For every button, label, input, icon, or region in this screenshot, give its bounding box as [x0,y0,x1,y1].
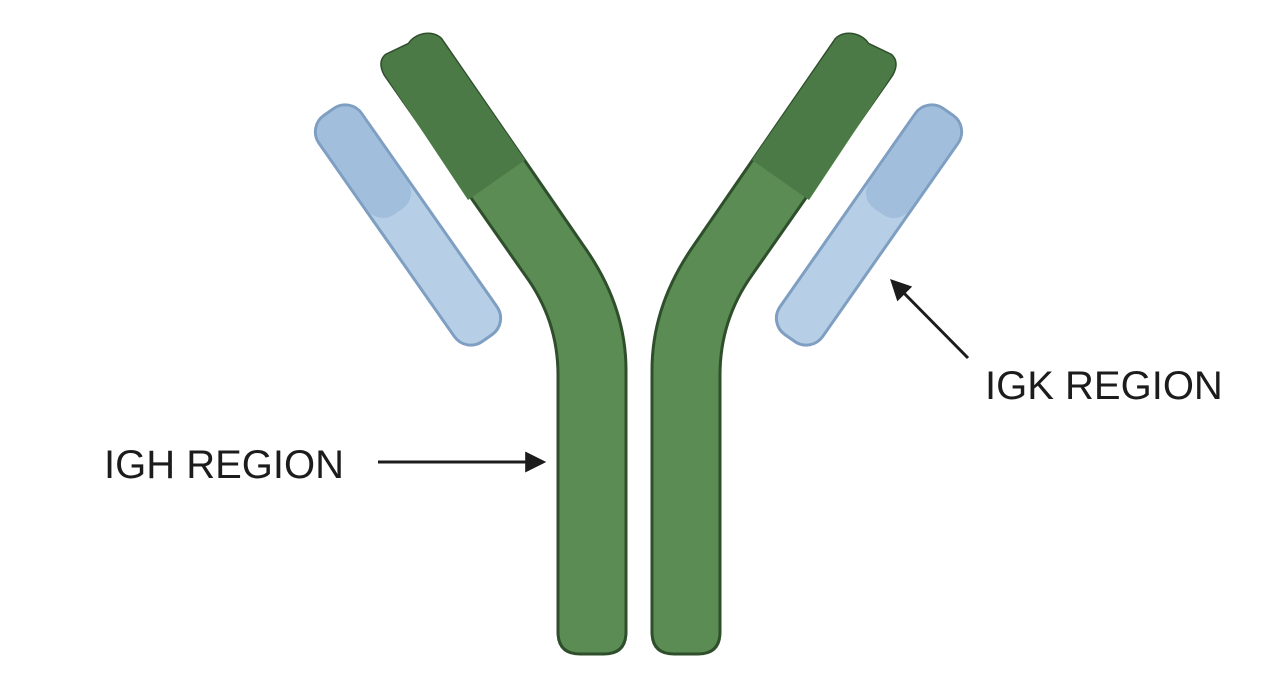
igk-arrow [890,279,970,360]
igh-region-label: IGH REGION [104,443,345,487]
light-chain-right [774,103,964,347]
light-chain-left [313,103,503,347]
heavy-chain-right [650,32,897,656]
igk-region-label: IGK REGION [985,364,1223,408]
heavy-chain-left [380,32,628,656]
